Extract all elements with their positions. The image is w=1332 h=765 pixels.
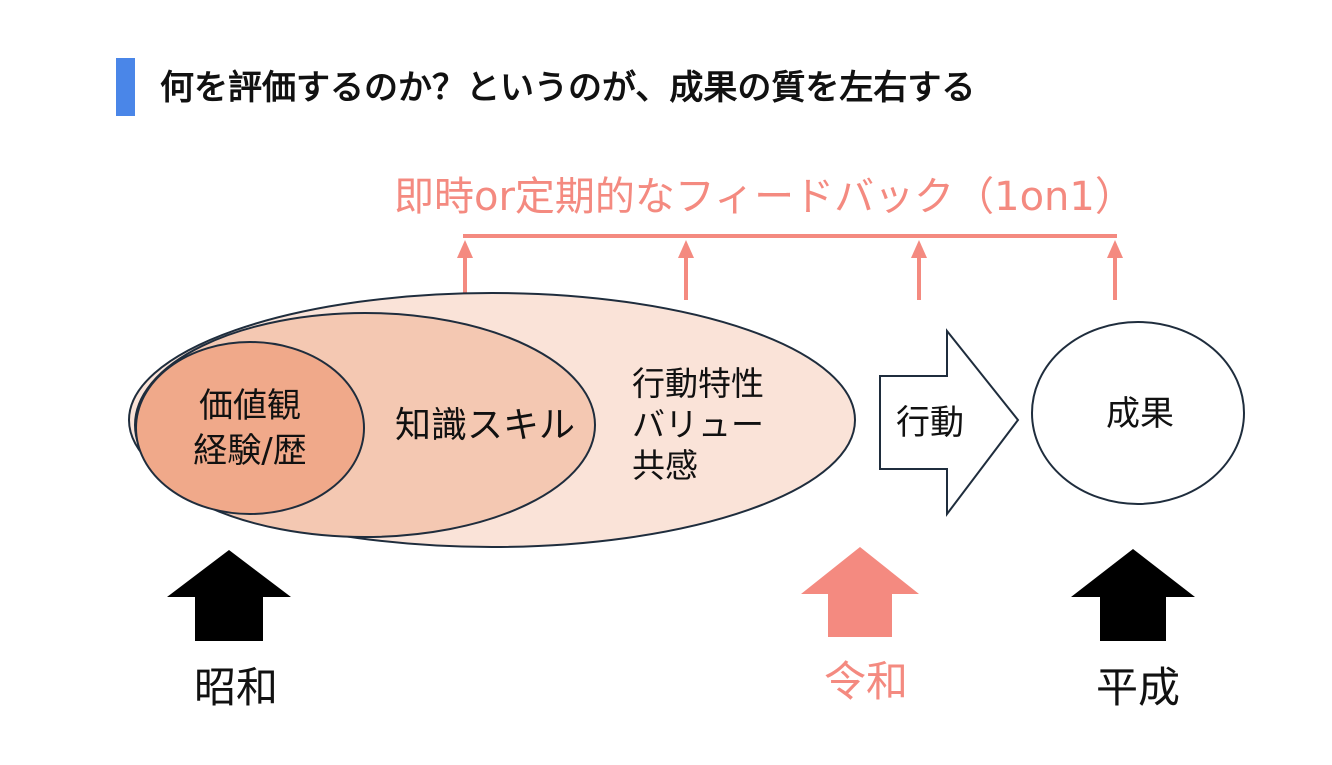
feedback-arrow-icon: [678, 240, 694, 300]
feedback-label: 即時or定期的なフィードバック（1on1）: [394, 174, 1135, 220]
feedback-arrow-icon: [911, 240, 927, 300]
outer-label-3: 共感: [632, 446, 698, 485]
feedback-arrow-icon: [457, 240, 473, 300]
inner-ellipse: [135, 341, 365, 515]
outer-label-2: バリュー: [632, 405, 764, 444]
era-label-reiwa: 令和: [824, 657, 908, 706]
era-label-heisei: 平成: [1096, 663, 1180, 712]
up-arrow-icon: [1071, 549, 1195, 641]
action-label: 行動: [896, 403, 964, 443]
feedback-arrow-icon: [1107, 240, 1123, 300]
title-accent-bar: [116, 58, 135, 116]
page-title: 何を評価するのか？というのが、成果の質を左右する: [160, 68, 976, 108]
era-label-showa: 昭和: [194, 663, 278, 712]
inner-label-2: 経験/歴: [193, 431, 306, 471]
up-arrow-icon: [167, 550, 291, 641]
right-arrow-icon: [879, 328, 1020, 517]
inner-label-1: 価値観: [199, 386, 301, 426]
result-label: 成果: [1106, 394, 1174, 434]
up-arrow-icon: [801, 547, 919, 637]
result-circle: [1031, 321, 1245, 505]
middle-label: 知識スキル: [395, 405, 575, 446]
outer-label-1: 行動特性: [632, 364, 764, 403]
feedback-bracket: [457, 234, 1123, 300]
